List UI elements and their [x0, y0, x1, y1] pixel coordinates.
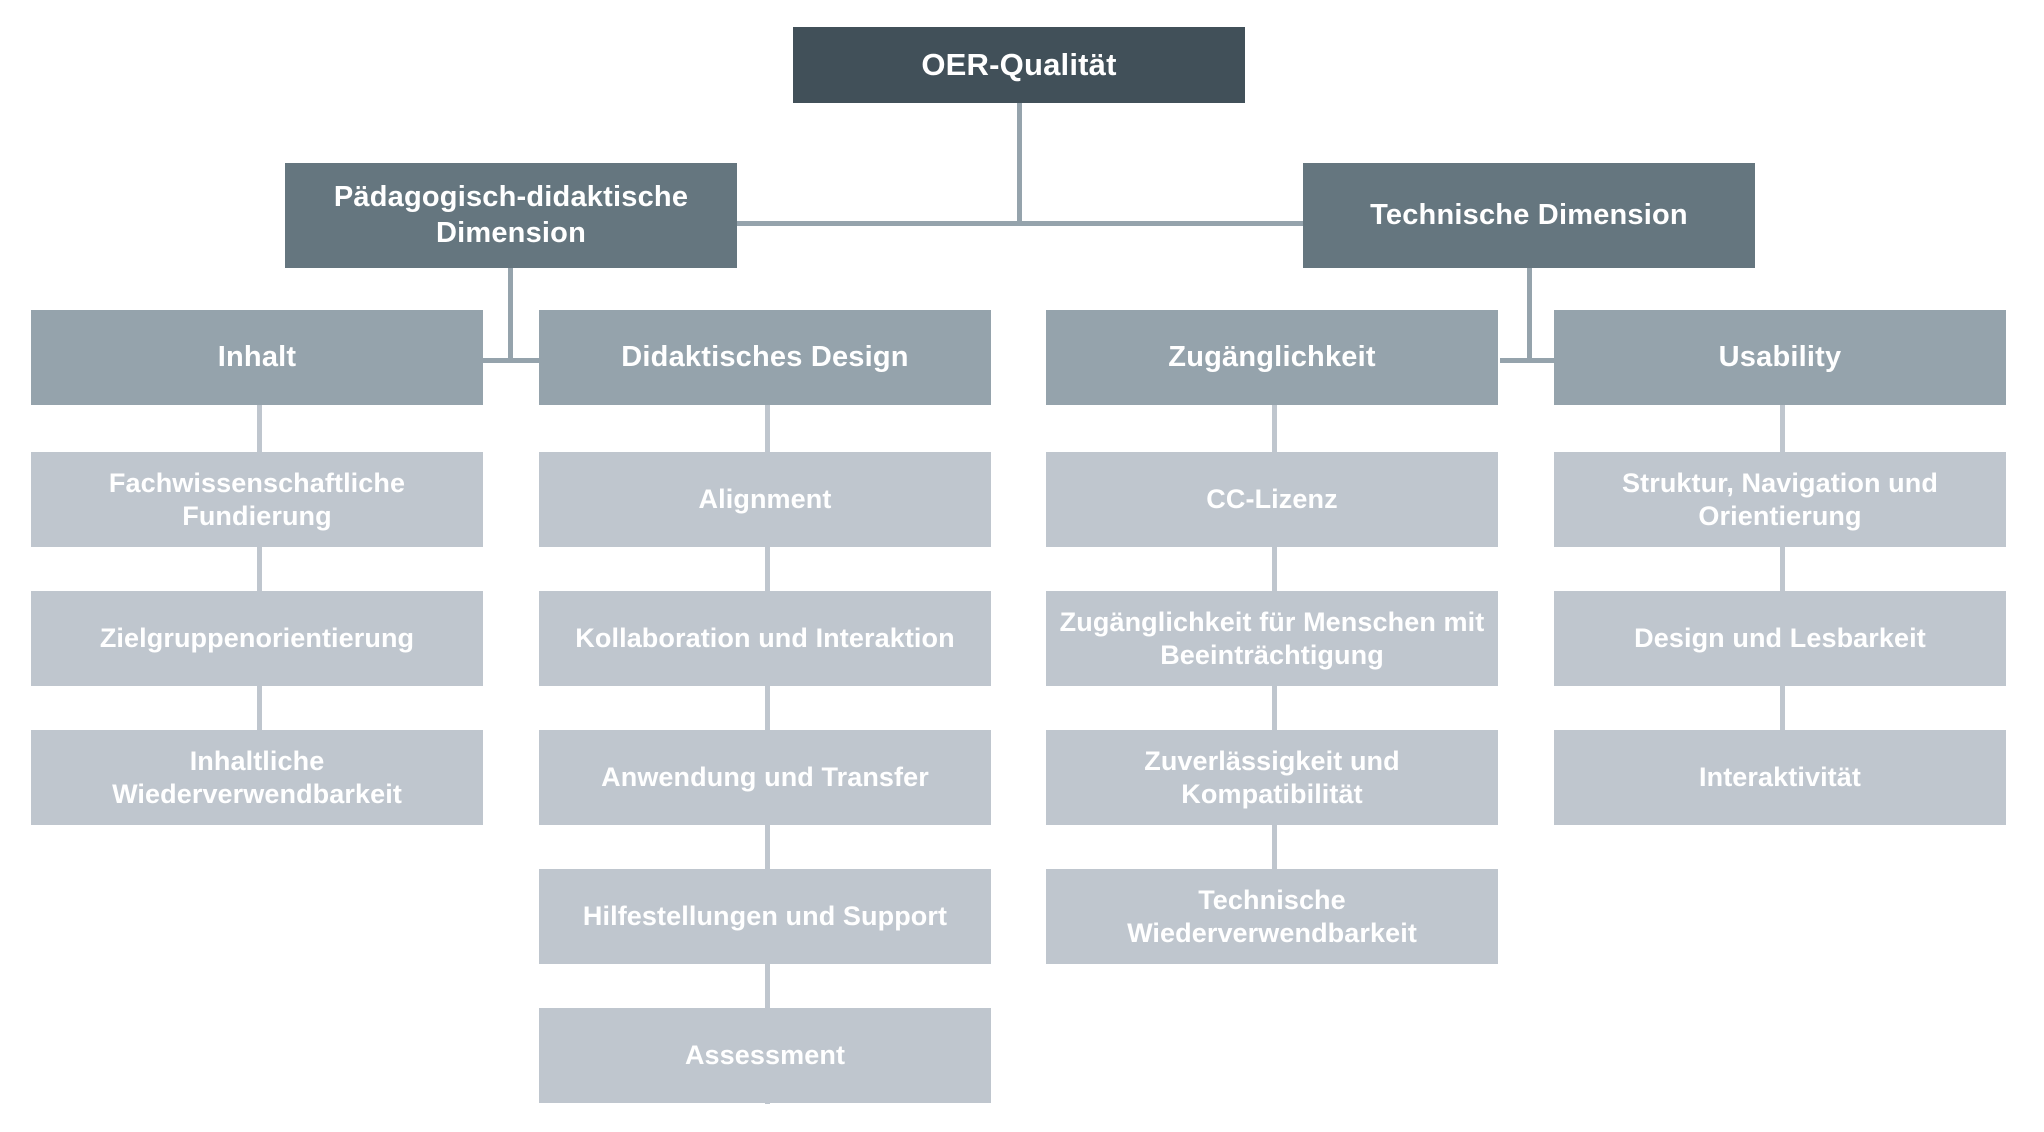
node-dimension-paedagogisch-didaktisch[interactable]: Pädagogisch-didaktische Dimension	[285, 163, 737, 268]
node-criterion-anwendung-und-transfer[interactable]: Anwendung und Transfer	[539, 730, 991, 825]
node-label: Technische Wiederverwendbarkeit	[1127, 884, 1417, 948]
node-criterion-interaktivitaet[interactable]: Interaktivität	[1554, 730, 2006, 825]
node-criterion-alignment[interactable]: Alignment	[539, 452, 991, 547]
connector-right-dimension-down	[1527, 268, 1532, 363]
node-label: Zuverlässigkeit und Kompatibilität	[1144, 745, 1400, 809]
node-label: Anwendung und Transfer	[601, 762, 929, 793]
node-label: Assessment	[684, 1040, 846, 1071]
node-label: Kollaboration und Interaktion	[575, 623, 955, 654]
node-criterion-kollaboration-und-interaktion[interactable]: Kollaboration und Interaktion	[539, 591, 991, 686]
node-criterion-hilfestellungen-und-support[interactable]: Hilfestellungen und Support	[539, 869, 991, 964]
node-label: Zugänglichkeit für Menschen mit Beeinträ…	[1059, 606, 1485, 670]
node-label: Alignment	[698, 484, 832, 515]
connector-dimension-bridge	[735, 221, 1305, 226]
node-category-didaktisches-design[interactable]: Didaktisches Design	[539, 310, 991, 405]
node-label: Usability	[1718, 340, 1842, 373]
connector-right-category-bridge	[1500, 358, 1565, 363]
node-criterion-zugaenglichkeit-fuer-menschen-mit-beeintraechtigung[interactable]: Zugänglichkeit für Menschen mit Beeinträ…	[1046, 591, 1498, 686]
node-label: Pädagogisch-didaktische Dimension	[333, 181, 689, 249]
node-criterion-zielgruppenorientierung[interactable]: Zielgruppenorientierung	[31, 591, 483, 686]
node-label: CC-Lizenz	[1206, 484, 1338, 515]
node-category-usability[interactable]: Usability	[1554, 310, 2006, 405]
node-label: Technische Dimension	[1370, 198, 1688, 231]
node-label: Design und Lesbarkeit	[1634, 623, 1926, 654]
node-category-inhalt[interactable]: Inhalt	[31, 310, 483, 405]
node-label: Zielgruppenorientierung	[99, 623, 415, 654]
connector-root-down	[1017, 100, 1022, 225]
node-label: Inhalt	[217, 340, 297, 373]
node-category-zugaenglichkeit[interactable]: Zugänglichkeit	[1046, 310, 1498, 405]
node-label: Interaktivität	[1699, 762, 1861, 793]
node-criterion-technische-wiederverwendbarkeit[interactable]: Technische Wiederverwendbarkeit	[1046, 869, 1498, 964]
node-label: Inhaltliche Wiederverwendbarkeit	[112, 745, 402, 809]
node-label: Zugänglichkeit	[1168, 340, 1376, 373]
node-criterion-fachwissenschaftliche-fundierung[interactable]: Fachwissenschaftliche Fundierung	[31, 452, 483, 547]
connector-left-category-bridge	[483, 358, 548, 363]
node-dimension-technisch[interactable]: Technische Dimension	[1303, 163, 1755, 268]
node-label: OER-Qualität	[921, 47, 1117, 83]
node-criterion-struktur-navigation-und-orientierung[interactable]: Struktur, Navigation und Orientierung	[1554, 452, 2006, 547]
node-criterion-design-und-lesbarkeit[interactable]: Design und Lesbarkeit	[1554, 591, 2006, 686]
node-label: Fachwissenschaftliche Fundierung	[108, 467, 406, 531]
node-label: Didaktisches Design	[621, 340, 909, 373]
node-root-oer-qualitaet[interactable]: OER-Qualität	[793, 27, 1245, 103]
node-criterion-zuverlaessigkeit-und-kompatibilitaet[interactable]: Zuverlässigkeit und Kompatibilität	[1046, 730, 1498, 825]
node-criterion-inhaltliche-wiederverwendbarkeit[interactable]: Inhaltliche Wiederverwendbarkeit	[31, 730, 483, 825]
node-criterion-cc-lizenz[interactable]: CC-Lizenz	[1046, 452, 1498, 547]
node-label: Struktur, Navigation und Orientierung	[1622, 467, 1938, 531]
node-criterion-assessment[interactable]: Assessment	[539, 1008, 991, 1103]
connector-left-dimension-down	[508, 268, 513, 363]
node-label: Hilfestellungen und Support	[582, 901, 948, 932]
